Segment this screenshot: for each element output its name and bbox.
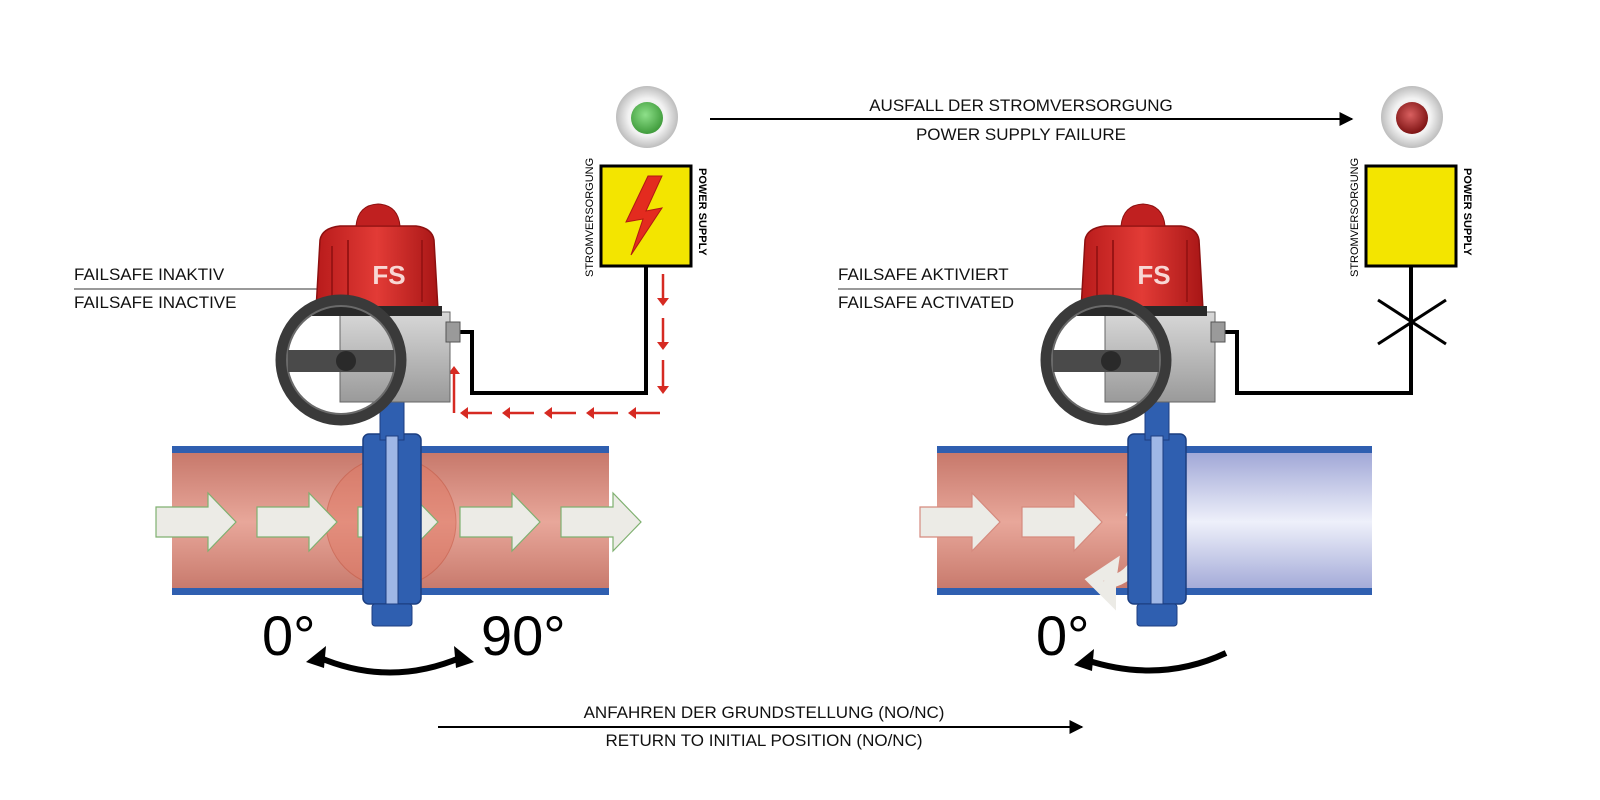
- failsafe-label-en-right: FAILSAFE ACTIVATED: [838, 293, 1014, 312]
- handwheel-icon: [275, 294, 407, 426]
- supply-label-de-right: STROMVERSORGUNG: [1349, 158, 1361, 277]
- current-flow-arrows: [448, 274, 669, 419]
- power-supply-box: STROMVERSORGUNG POWER SUPPLY: [584, 158, 708, 277]
- failsafe-status-label-right: FAILSAFE AKTIVIERT FAILSAFE ACTIVATED: [838, 265, 1095, 312]
- lightning-bolt-icon: [625, 175, 664, 256]
- supply-label-en-right: POWER SUPPLY: [1461, 168, 1473, 256]
- return-position-arrow: ANFAHREN DER GRUNDSTELLUNG (NO/NC) RETUR…: [438, 703, 1084, 750]
- return-label-en: RETURN TO INITIAL POSITION (NO/NC): [605, 731, 922, 750]
- failsafe-label-en: FAILSAFE INACTIVE: [74, 293, 237, 312]
- rotation-arrow-right: [1074, 649, 1228, 674]
- red-indicator-lamp: [1381, 86, 1443, 148]
- actuator: FS: [275, 203, 461, 426]
- actuator-badge: FS: [372, 260, 405, 290]
- power-failure-arrow: AUSFALL DER STROMVERSORGUNG POWER SUPPLY…: [710, 96, 1354, 144]
- power-cable: [455, 266, 648, 395]
- supply-label-en: POWER SUPPLY: [696, 168, 708, 256]
- right-assembly: STROMVERSORGUNG POWER SUPPLY FAILSAFE AK…: [838, 86, 1473, 674]
- green-indicator-lamp: [616, 86, 678, 148]
- left-assembly: STROMVERSORGUNG POWER SUPPLY FAILSAFE IN…: [74, 86, 708, 676]
- angle-start-label-right: 0°: [1036, 604, 1090, 667]
- flow-arrows-right: [919, 491, 1149, 611]
- rotation-arrow: [306, 646, 474, 676]
- power-failure-label-en: POWER SUPPLY FAILURE: [916, 125, 1126, 144]
- supply-label-de: STROMVERSORGUNG: [584, 158, 596, 277]
- cable-break-cross-icon: [1377, 298, 1447, 346]
- angle-end-label: 90°: [481, 604, 566, 667]
- power-supply-box-off: STROMVERSORGUNG POWER SUPPLY: [1349, 158, 1473, 277]
- angle-start-label: 0°: [262, 604, 316, 667]
- actuator-right: FS: [1040, 203, 1226, 426]
- failsafe-status-label: FAILSAFE INAKTIV FAILSAFE INACTIVE: [74, 265, 330, 312]
- handwheel-icon-right: [1040, 294, 1172, 426]
- power-cable-broken: [1220, 266, 1413, 395]
- failsafe-label-de: FAILSAFE INAKTIV: [74, 265, 225, 284]
- power-failure-label-de: AUSFALL DER STROMVERSORGUNG: [869, 96, 1173, 115]
- butterfly-valve-right: [1127, 399, 1187, 627]
- failsafe-label-de-right: FAILSAFE AKTIVIERT: [838, 265, 1009, 284]
- actuator-badge-right: FS: [1137, 260, 1170, 290]
- return-label-de: ANFAHREN DER GRUNDSTELLUNG (NO/NC): [584, 703, 945, 722]
- butterfly-valve: [362, 399, 422, 627]
